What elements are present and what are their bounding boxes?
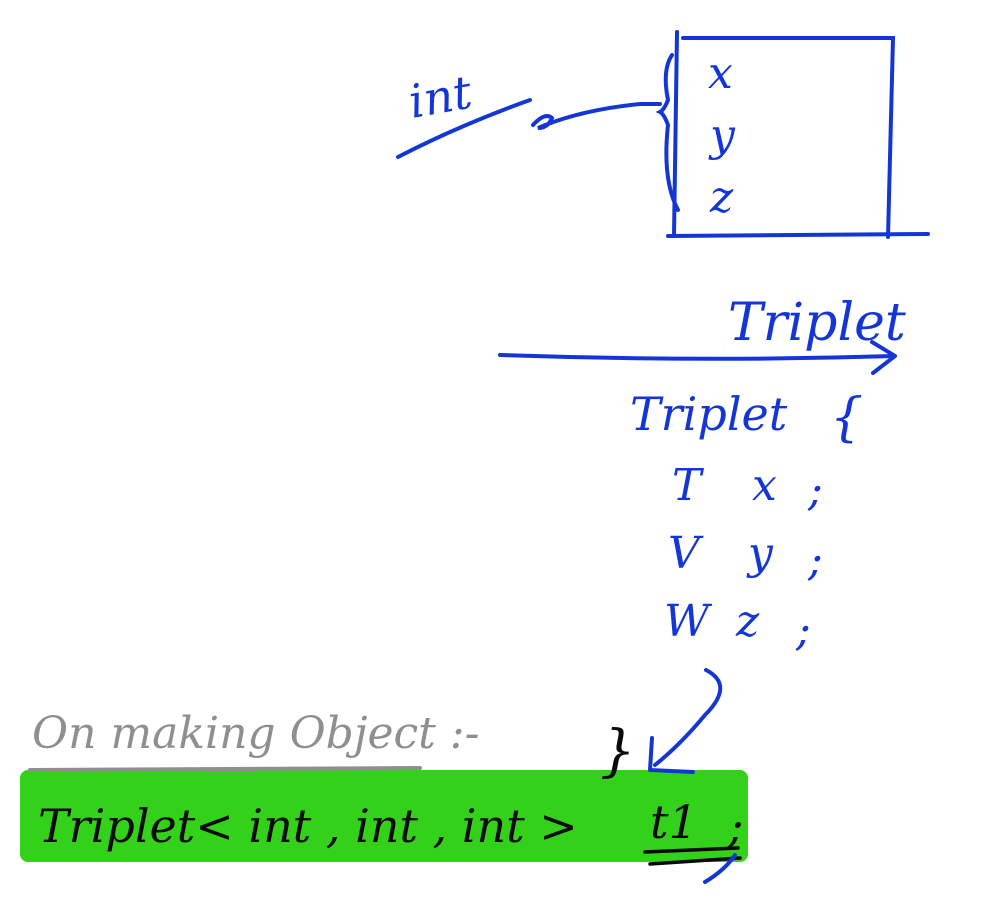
object-semicolon: ; <box>727 799 744 853</box>
instance-flick <box>703 853 737 884</box>
member-type-W: W <box>664 596 713 647</box>
int-type-label: int <box>405 65 477 129</box>
object-heading: On making Object :- <box>32 708 480 759</box>
int-connector <box>531 101 662 130</box>
fields-brace <box>655 53 680 212</box>
class-header: Triplet <box>630 387 788 441</box>
triplet-arrow <box>498 340 897 375</box>
class-close-brace: } <box>600 719 636 784</box>
memory-box <box>666 30 930 239</box>
object-declaration: Triplet< int , int , int > <box>38 799 578 853</box>
pointer-arrow <box>648 668 723 774</box>
member-end-2: ; <box>807 535 823 586</box>
int-underline <box>396 98 532 159</box>
field-z: z <box>709 172 734 223</box>
class-open-brace: { <box>830 388 863 448</box>
arrow-label: Triplet <box>728 293 906 353</box>
instance-underline <box>643 846 742 866</box>
member-type-V: V <box>668 528 704 579</box>
object-heading-underline <box>28 766 422 772</box>
member-type-T: T <box>672 460 705 511</box>
field-x: x <box>708 48 733 99</box>
field-y: y <box>708 110 736 161</box>
object-instance: t1 <box>650 795 698 849</box>
member-name-x: x <box>752 460 777 511</box>
member-end-3: ; <box>795 605 811 656</box>
member-end-1: ; <box>807 465 823 516</box>
highlight-band <box>20 770 748 862</box>
member-name-y: y <box>746 528 774 579</box>
member-name-z: z <box>735 596 760 647</box>
